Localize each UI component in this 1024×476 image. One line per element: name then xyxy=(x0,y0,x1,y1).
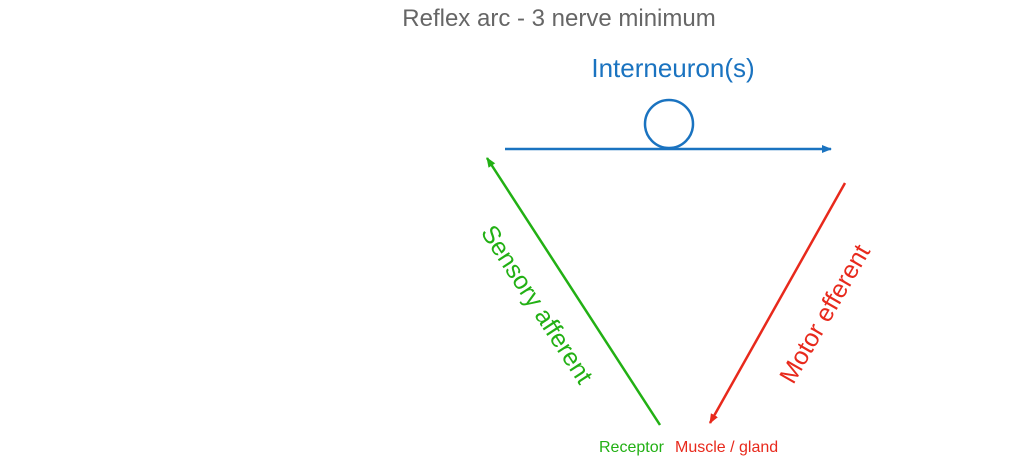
receptor-label: Receptor xyxy=(599,439,665,456)
interneuron-cell-body xyxy=(643,98,695,150)
sensory-afferent-arrow xyxy=(485,157,662,426)
effector-label: Muscle / gland xyxy=(675,439,778,456)
motor-efferent-arrow xyxy=(708,182,847,424)
diagram-title: Reflex arc - 3 nerve minimum xyxy=(402,5,715,32)
interneuron-label: Interneuron(s) xyxy=(591,53,754,83)
sensory-afferent-label: Sensory afferent xyxy=(475,220,598,389)
motor-efferent-label: Motor efferent xyxy=(774,240,876,388)
